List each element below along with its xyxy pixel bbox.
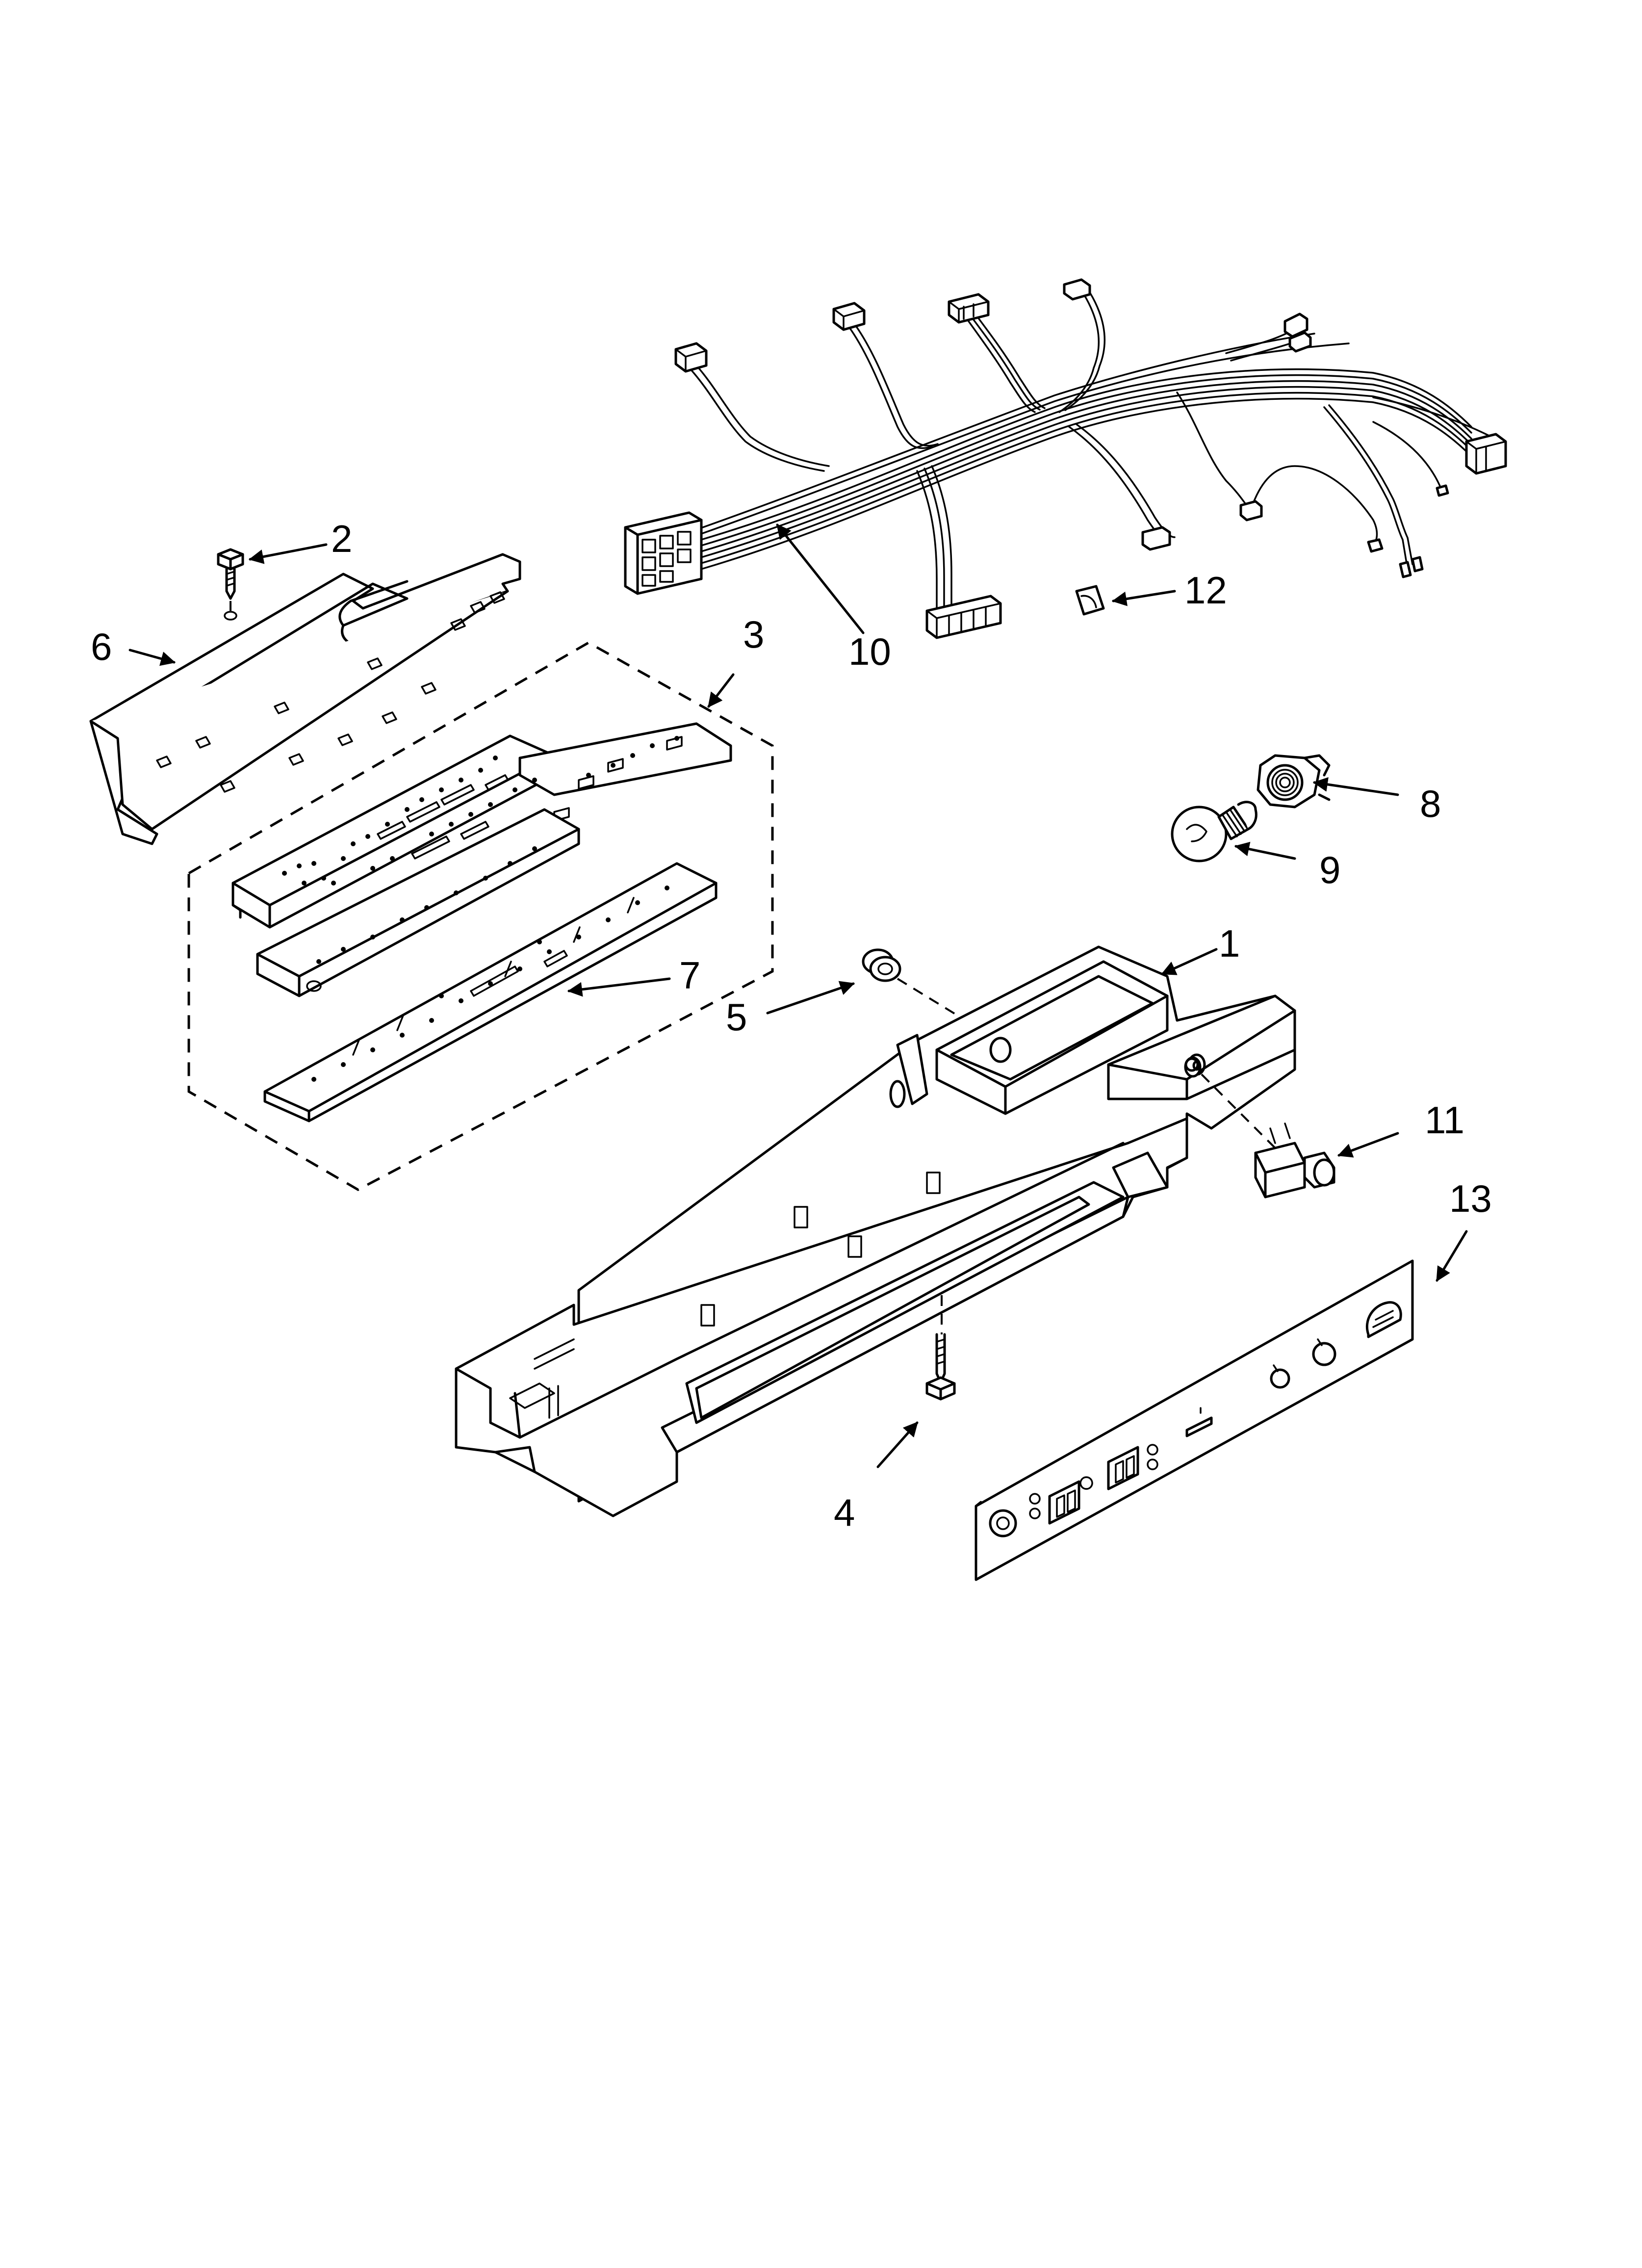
harness-terminals [1367, 484, 1449, 578]
callout-5: 5 [726, 995, 747, 1039]
callout-13: 13 [1449, 1177, 1492, 1220]
control-board-lower [263, 862, 718, 1122]
door-switch [1254, 1122, 1335, 1199]
control-board-middle [256, 808, 580, 997]
leader-lines [128, 523, 1468, 1468]
harness-branches [691, 291, 1492, 614]
harness-connector-c [948, 293, 990, 324]
wire-clip [1075, 585, 1105, 616]
harness-connector-b [832, 302, 866, 331]
harness-connector-a [674, 342, 708, 373]
screw-bottom [925, 1333, 956, 1401]
harness-trunk [700, 333, 1472, 570]
callout-3: 3 [743, 613, 764, 656]
control-panel-overlay [975, 1259, 1414, 1581]
light-bulb [1171, 801, 1257, 862]
screw-top [217, 548, 244, 611]
callout-labels: 1 2 3 4 5 6 7 8 9 10 11 12 13 [91, 517, 1492, 1534]
control-cover-sheet [89, 553, 521, 845]
harness-connector-h [1141, 526, 1171, 551]
callout-12: 12 [1184, 569, 1227, 612]
callout-10: 10 [848, 630, 891, 673]
callout-4: 4 [834, 1491, 855, 1534]
callout-1: 1 [1219, 922, 1240, 965]
harness-connector-f [1465, 433, 1507, 475]
callout-7: 7 [679, 954, 700, 997]
harness-connector-g [925, 595, 1002, 639]
callout-9: 9 [1319, 848, 1340, 891]
harness-connector-d [1063, 278, 1091, 301]
callout-6: 6 [91, 625, 112, 668]
harness-connector-e [1283, 313, 1312, 353]
wire-harness [624, 278, 1507, 639]
callout-11: 11 [1425, 1098, 1464, 1142]
callout-2: 2 [331, 517, 352, 560]
harness-main-connector [624, 511, 703, 595]
control-housing [455, 945, 1296, 1517]
light-socket [1257, 754, 1331, 808]
harness-connector-i [1239, 500, 1263, 521]
callout-8: 8 [1420, 782, 1441, 825]
control-kit-boundary [187, 641, 774, 1191]
